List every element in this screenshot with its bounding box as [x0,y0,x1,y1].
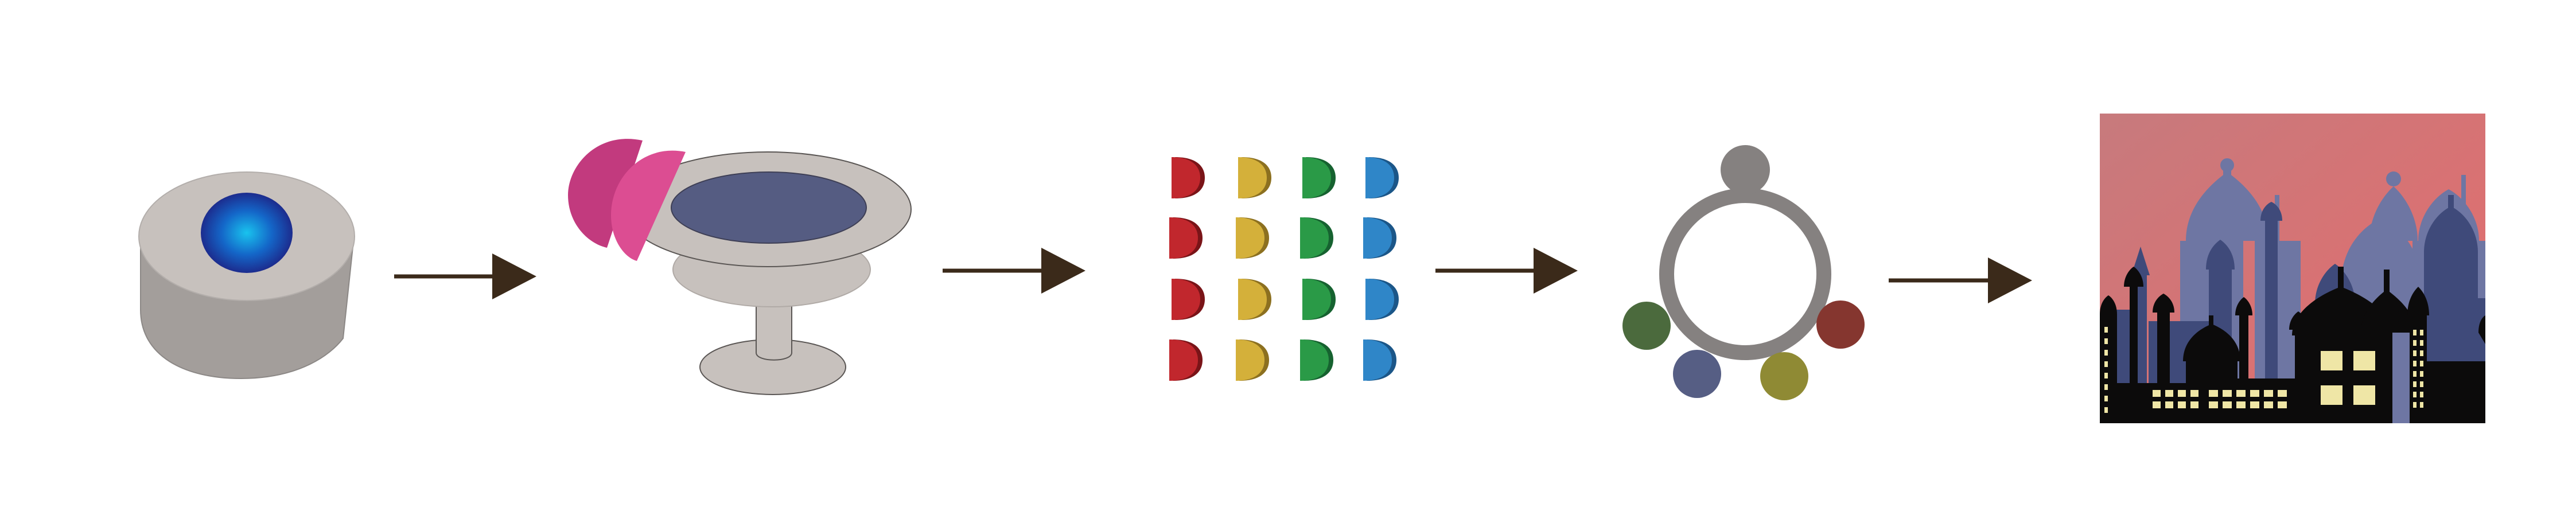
window [2209,390,2218,397]
window [2165,401,2173,408]
window [2104,361,2108,367]
window [2420,381,2423,387]
array-dot [1363,217,1392,259]
window [2420,350,2423,356]
array-dot [1236,339,1264,381]
array-dot [1172,157,1200,198]
window [2178,390,2186,397]
window [2353,351,2375,370]
substrate-with-blue-core [138,171,355,380]
arrow-1 [394,253,536,299]
ring [1659,188,1831,360]
blue-core [201,193,293,273]
array-dot [1302,157,1331,198]
window [2413,402,2417,408]
window [2413,361,2417,366]
window [2223,390,2232,397]
window [2420,340,2423,346]
array-dot [1238,279,1267,320]
window [2236,401,2246,408]
window [2104,327,2108,333]
lit-windows [2104,327,2423,413]
ring-node-bottom-left [1673,350,1721,398]
dish-with-pink-petals [568,139,912,395]
arrow-3 [1435,248,1578,294]
array-dot [1300,217,1329,259]
ring-node-top [1721,145,1770,194]
window [2321,385,2342,405]
window [2104,384,2108,390]
window [2413,392,2417,397]
window [2413,381,2417,387]
window [2420,402,2423,408]
window [2236,390,2246,397]
array-dot [1236,217,1264,259]
window [2420,330,2423,335]
array-dot [1238,157,1267,198]
window [2321,351,2342,370]
array-dot [1365,157,1394,198]
array-dot [1300,339,1329,381]
window [2420,371,2423,377]
window [2264,401,2273,408]
window [2153,401,2161,408]
window [2104,350,2108,356]
window [2165,390,2173,397]
window [2104,396,2108,401]
window [2250,401,2259,408]
array-dot [1302,279,1331,320]
window [2223,401,2232,408]
window [2420,392,2423,397]
ring-with-colored-nodes [1622,145,1865,400]
window [2153,390,2161,397]
window [2413,330,2417,335]
window [2104,338,2108,344]
window [2278,390,2287,397]
petal-dark [568,139,643,248]
array-dot [1169,217,1198,259]
window [2278,401,2287,408]
window [2264,390,2273,397]
city-skyline-image [2100,114,2485,423]
ring-node-bottom-right [1760,352,1808,400]
window [2413,340,2417,346]
arrow-2 [943,248,1085,294]
window [2209,401,2218,408]
dot-array [1169,157,1399,381]
window [2104,373,2108,378]
ring-node-left [1622,302,1671,350]
window [2104,407,2108,413]
array-dot [1363,339,1392,381]
petal-light [611,150,686,261]
window [2250,390,2259,397]
array-dot [1169,339,1198,381]
array-dot [1365,279,1394,320]
window [2420,361,2423,366]
window [2178,401,2186,408]
array-dot [1172,279,1200,320]
window [2190,390,2198,397]
ring-node-right [1816,300,1865,349]
window [2413,371,2417,377]
window [2353,385,2375,405]
window [2413,350,2417,356]
window [2190,401,2198,408]
dish-pool [671,171,867,244]
arrow-4 [1889,257,2032,303]
